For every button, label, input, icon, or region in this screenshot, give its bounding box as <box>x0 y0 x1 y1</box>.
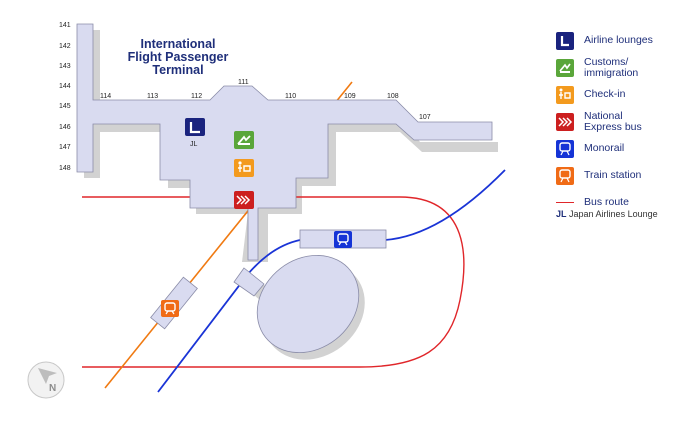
compass-icon: N <box>27 361 65 399</box>
legend-item-bus-route: Bus route <box>556 190 676 215</box>
jl-note: JL Japan Airlines Lounge <box>556 209 676 219</box>
monorail-station-icon <box>334 231 352 248</box>
gate-label: 141 <box>59 22 71 29</box>
jl-note-text: Japan Airlines Lounge <box>569 209 658 219</box>
terminal-title-line-2: Flight Passenger <box>128 50 229 64</box>
gate-label: 144 <box>59 83 71 90</box>
legend-label: Bus route <box>584 196 629 208</box>
gate-label: 146 <box>59 124 71 131</box>
lounge-icon <box>185 118 205 136</box>
legend-item-lounge: Airline lounges <box>556 28 676 53</box>
checkin-icon <box>556 85 574 104</box>
terminal-title-line-1: International <box>140 37 215 51</box>
gate-label: 111 <box>238 79 249 86</box>
legend-label: Monorail <box>584 142 625 154</box>
gates-left: 141 142 143 144 145 146 147 148 <box>59 22 71 172</box>
checkin-icon <box>234 159 254 177</box>
terminal-title-line-3: Terminal <box>152 63 203 77</box>
terminal-building <box>76 23 493 354</box>
gate-label: 145 <box>59 103 71 110</box>
map-legend: Airline lounges Customs/ immigration Che… <box>556 28 676 217</box>
legend-label: Customs/ immigration <box>584 55 639 79</box>
gate-label: 148 <box>59 165 71 172</box>
gate-label: 142 <box>59 43 71 50</box>
bus-route-swatch <box>556 202 574 203</box>
gate-label: 113 <box>147 93 158 100</box>
bus-route-loop <box>82 196 465 368</box>
monorail-icon <box>556 139 574 158</box>
lounge-icon <box>556 31 574 50</box>
gate-label: 112 <box>191 93 202 100</box>
legend-label: National Express bus <box>584 109 642 133</box>
gate-label: 143 <box>59 63 71 70</box>
legend-item-checkin: Check-in <box>556 82 676 107</box>
legend-label: Check-in <box>584 88 626 100</box>
gate-label: 109 <box>344 93 356 100</box>
compass-label: N <box>49 383 56 394</box>
gate-label: 114 <box>100 93 111 100</box>
legend-item-monorail: Monorail <box>556 136 676 161</box>
express-bus-icon <box>234 191 254 209</box>
gate-label: 108 <box>387 93 399 100</box>
legend-item-express-bus: National Express bus <box>556 109 676 134</box>
legend-item-customs: Customs/ immigration <box>556 55 676 80</box>
jl-map-label: JL <box>190 141 198 148</box>
jl-note-code: JL <box>556 209 567 219</box>
train-station-icon <box>161 300 179 317</box>
express-bus-icon <box>556 112 574 131</box>
legend-item-train: Train station <box>556 163 676 188</box>
gate-label: 107 <box>419 114 431 121</box>
customs-icon <box>556 58 574 77</box>
customs-icon <box>234 131 254 149</box>
gate-label: 110 <box>285 93 296 100</box>
gate-label: 147 <box>59 144 71 151</box>
legend-label: Airline lounges <box>584 34 653 46</box>
gates-top: 114 113 112 111 110 109 108 107 <box>100 79 431 121</box>
legend-label: Train station <box>584 169 642 181</box>
train-icon <box>556 166 574 185</box>
